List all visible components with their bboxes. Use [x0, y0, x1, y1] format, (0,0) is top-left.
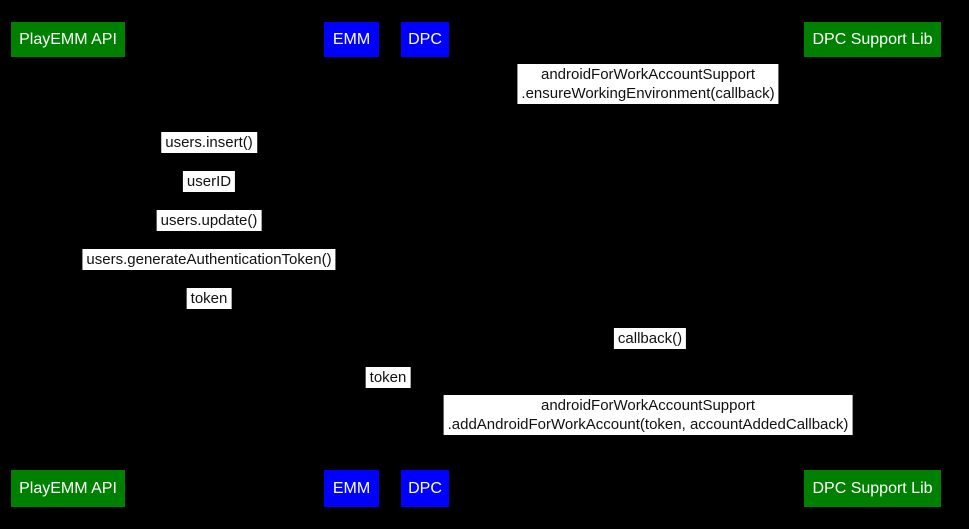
participant-dpc-support-lib-top: DPC Support Lib [804, 22, 941, 57]
participant-playemm-api-bottom: PlayEMM API [11, 470, 125, 507]
msg-generate-authentication-token: users.generateAuthenticationToken() [82, 249, 336, 270]
msg-user-id: userID [182, 171, 236, 192]
participant-emm-bottom: EMM [324, 470, 379, 507]
msg-users-insert-line-1: users.insert() [165, 134, 253, 151]
msg-token-right: token [365, 367, 411, 388]
participant-playemm-api-top: PlayEMM API [11, 22, 125, 57]
msg-ensure-working-environment-line-2: .ensureWorkingEnvironment(callback) [521, 85, 775, 102]
msg-add-android-for-work-account-line-1: androidForWorkAccountSupport [541, 397, 755, 414]
msg-add-android-for-work-account-line-2: .addAndroidForWorkAccount(token, account… [447, 416, 849, 433]
participant-dpc-bottom: DPC [401, 470, 449, 507]
msg-callback-line-1: callback() [617, 330, 683, 347]
msg-token-right-line-1: token [369, 369, 407, 386]
msg-users-insert: users.insert() [161, 132, 257, 153]
msg-users-update-line-1: users.update() [160, 212, 258, 229]
participant-emm-top: EMM [324, 22, 379, 57]
msg-user-id-line-1: userID [186, 173, 232, 190]
msg-users-update: users.update() [156, 210, 262, 231]
msg-token-left-line-1: token [190, 290, 228, 307]
msg-generate-authentication-token-line-1: users.generateAuthenticationToken() [86, 251, 332, 268]
msg-token-left: token [186, 288, 232, 309]
msg-callback: callback() [613, 328, 687, 349]
msg-ensure-working-environment-line-1: androidForWorkAccountSupport [540, 66, 755, 83]
participant-dpc-top: DPC [401, 22, 449, 57]
participant-dpc-support-lib-bottom: DPC Support Lib [804, 470, 941, 507]
msg-ensure-working-environment: androidForWorkAccountSupport .ensureWorki… [517, 64, 779, 104]
msg-add-android-for-work-account: androidForWorkAccountSupport .addAndroidF… [443, 395, 853, 435]
